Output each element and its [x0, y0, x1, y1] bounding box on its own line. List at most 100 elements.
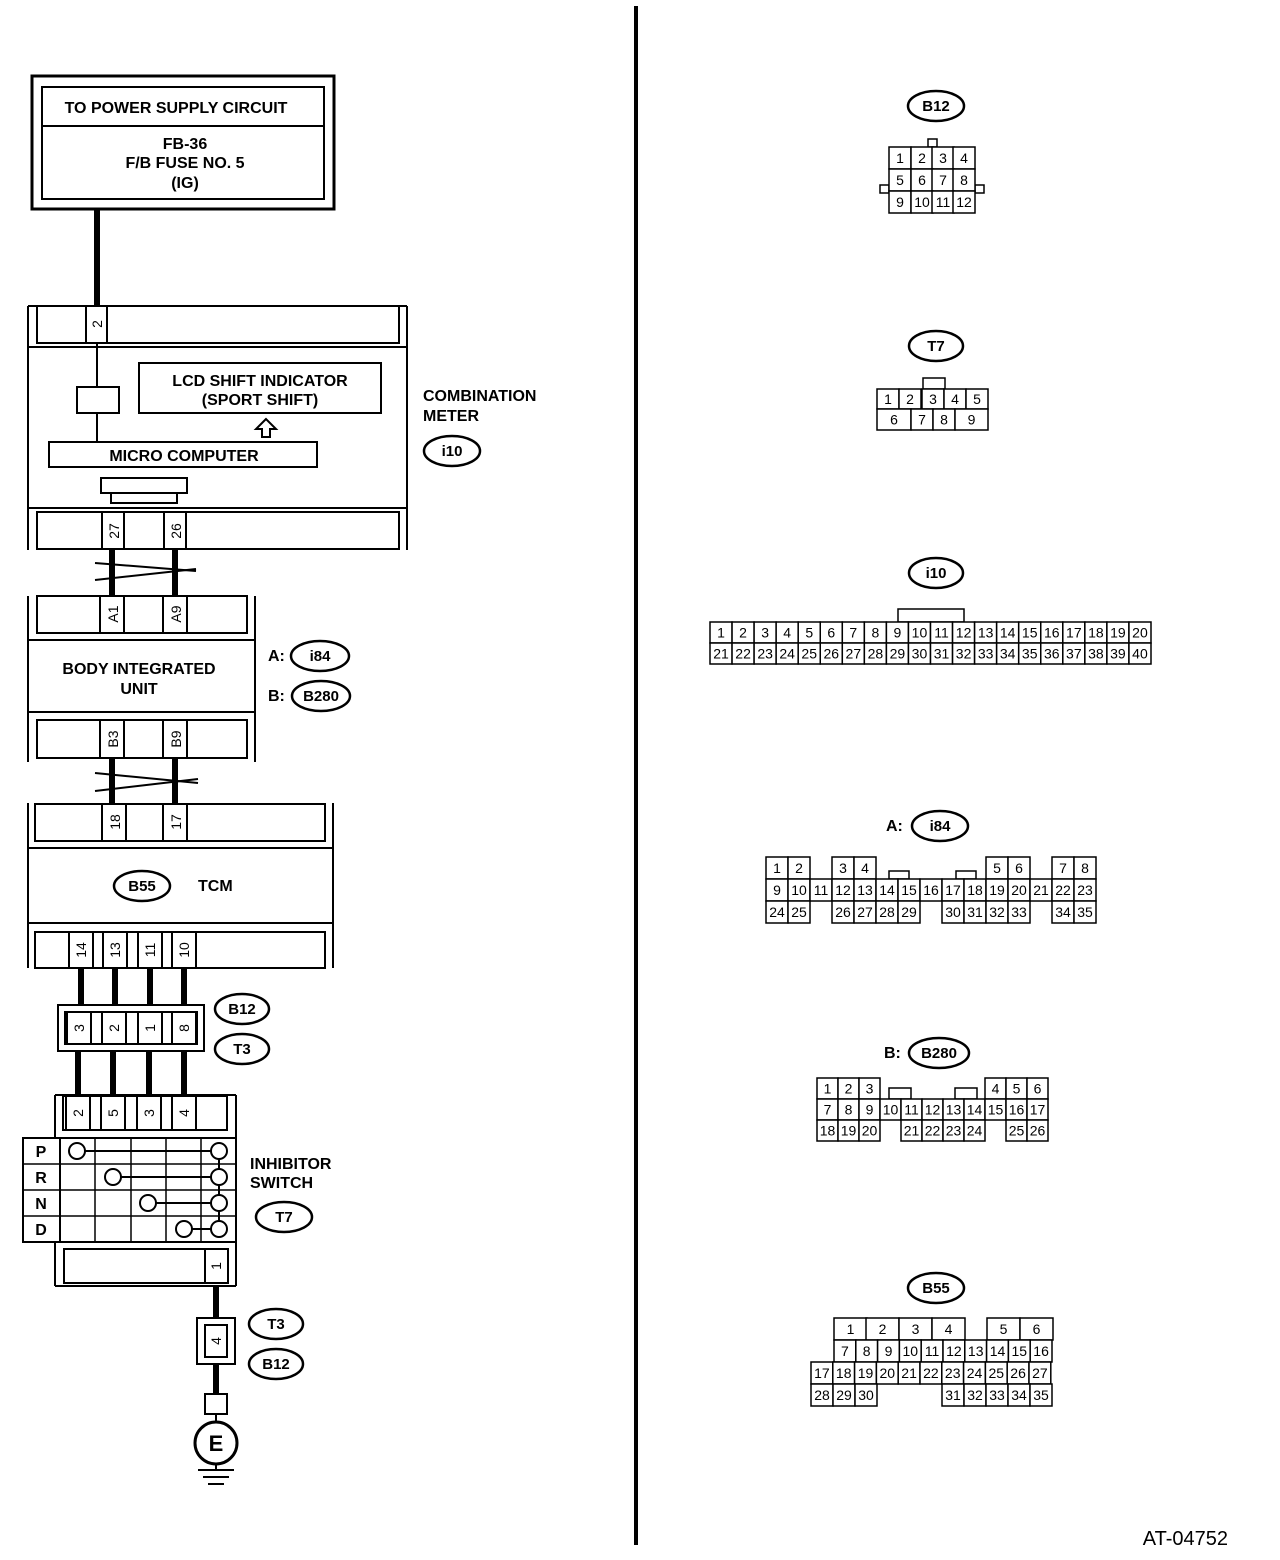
svg-text:A:: A: — [886, 818, 903, 835]
pin-label-b280-5: 5 — [1013, 1081, 1021, 1097]
lcd-shift-indicator — [138, 362, 382, 414]
svg-text:UNIT: UNIT — [120, 681, 158, 698]
pin-label-t7-3: 3 — [929, 391, 937, 407]
svg-text:B55: B55 — [128, 878, 156, 895]
pin-label-i84-2: 2 — [795, 860, 803, 876]
pin-label-i84-26: 26 — [835, 904, 851, 920]
biu-pin-a1: A1 — [105, 605, 121, 622]
pin-label-i84-20: 20 — [1011, 882, 1027, 898]
pin-label-b55-24: 24 — [967, 1365, 983, 1381]
pin-label-i84-12: 12 — [835, 882, 851, 898]
pin-label-b280-3: 3 — [866, 1081, 874, 1097]
svg-text:LCD SHIFT INDICATOR: LCD SHIFT INDICATOR — [172, 373, 348, 390]
svg-text:8: 8 — [176, 1024, 192, 1032]
pin-cell-b280-24 — [963, 1119, 986, 1142]
position-d: D — [35, 1222, 47, 1239]
svg-text:B12: B12 — [922, 98, 950, 115]
twisted-pair-1 — [94, 549, 197, 596]
pin-label-i10-22: 22 — [735, 646, 751, 662]
pin-label-i84-22: 22 — [1055, 882, 1071, 898]
pin-label-i84-35: 35 — [1077, 904, 1093, 920]
body-integrated-unit: A1 A9 BODY INTEGRATED UNIT B3 B9 A: i84 … — [27, 595, 352, 762]
pin-label-b280-15: 15 — [988, 1102, 1004, 1118]
pin-label-b55-25: 25 — [989, 1365, 1005, 1381]
pin-label-t7-4: 4 — [951, 391, 959, 407]
svg-text:4: 4 — [176, 1109, 192, 1117]
pin-label-i10-26: 26 — [823, 646, 839, 662]
pin-label-b55-34: 34 — [1011, 1387, 1027, 1403]
svg-text:B280: B280 — [303, 688, 339, 705]
pin-label-i84-29: 29 — [901, 904, 917, 920]
connector-tag-i84 — [289, 639, 351, 673]
pin-label-i84-21: 21 — [1033, 882, 1049, 898]
fuse-name: F/B FUSE NO. 5 — [125, 155, 244, 172]
pin-cell-i10-40 — [1128, 642, 1152, 665]
pin-label-i10-28: 28 — [868, 646, 884, 662]
svg-text:5: 5 — [105, 1109, 121, 1117]
svg-text:METER: METER — [423, 408, 479, 425]
svg-text:B55: B55 — [922, 1280, 950, 1297]
svg-text:4: 4 — [208, 1337, 224, 1345]
svg-text:T3: T3 — [267, 1316, 285, 1333]
ground-circuit: 4 E T3 B12 — [193, 1286, 305, 1485]
pin-label-b12-11: 11 — [936, 194, 951, 210]
pin-label-b280-4: 4 — [992, 1081, 1000, 1097]
pin-label-i10-14: 14 — [1000, 625, 1016, 641]
pin-label-i10-9: 9 — [894, 625, 902, 641]
pin-label-i10-23: 23 — [757, 646, 773, 662]
pin-label-i84-4: 4 — [861, 860, 869, 876]
tcm-label: TCM — [198, 878, 233, 895]
connector-tag-b280 — [290, 679, 352, 713]
pin-label-b280-7: 7 — [824, 1102, 832, 1118]
pin-label-i10-34: 34 — [1000, 646, 1016, 662]
pin-label-i84-7: 7 — [1059, 860, 1067, 876]
pin-label-b55-32: 32 — [967, 1387, 983, 1403]
pin-cell-b280-20 — [858, 1119, 881, 1142]
svg-text:SWITCH: SWITCH — [250, 1175, 313, 1192]
pin-label-b12-12: 12 — [956, 194, 972, 210]
pin-label-i84-27: 27 — [857, 904, 873, 920]
svg-text:T3: T3 — [233, 1041, 251, 1058]
pin-label-i84-14: 14 — [879, 882, 895, 898]
svg-text:3: 3 — [141, 1109, 157, 1117]
pin-label-i10-35: 35 — [1022, 646, 1038, 662]
pin-label-b55-3: 3 — [912, 1321, 920, 1337]
position-r: R — [35, 1170, 47, 1187]
pin-label-i84-11: 11 — [814, 882, 829, 898]
pin-label-i10-39: 39 — [1110, 646, 1126, 662]
svg-text:A:: A: — [268, 648, 285, 665]
pin-label-b280-25: 25 — [1009, 1123, 1025, 1139]
pin-label-i84-28: 28 — [879, 904, 895, 920]
connector-tag-b55 — [112, 869, 172, 903]
pin-label-b12-1: 1 — [896, 150, 904, 166]
combination-meter: 2 LCD SHIFT INDICATOR (SPORT SHIFT) MICR… — [27, 305, 536, 550]
pin-label-i10-37: 37 — [1066, 646, 1082, 662]
pin-label-b55-1: 1 — [847, 1321, 855, 1337]
pin-label-b55-10: 10 — [903, 1343, 919, 1359]
pin-cell-i84-29 — [897, 900, 921, 924]
pin-label-i84-13: 13 — [857, 882, 873, 898]
position-p: P — [36, 1144, 47, 1161]
pin-label-i10-20: 20 — [1132, 625, 1148, 641]
pin-label-b55-4: 4 — [945, 1321, 953, 1337]
pin-label-i10-17: 17 — [1066, 625, 1082, 641]
pin-label-i84-24: 24 — [769, 904, 785, 920]
pin-label-i84-15: 15 — [901, 882, 917, 898]
connector-tag-i10 — [422, 434, 482, 468]
pin-label-b280-6: 6 — [1034, 1081, 1042, 1097]
pin-label-i10-16: 16 — [1044, 625, 1060, 641]
micro-computer — [48, 441, 318, 468]
pin-label-i84-1: 1 — [773, 860, 781, 876]
pin-cell-t7-9 — [954, 408, 989, 431]
pin-label-t7-1: 1 — [884, 391, 892, 407]
pin-label-t7-9: 9 — [968, 412, 976, 428]
arrow-up-icon — [253, 417, 279, 438]
meter-pin-27: 27 — [106, 523, 122, 539]
pin-cell-b55-35 — [1029, 1383, 1053, 1407]
svg-text:T7: T7 — [275, 1209, 293, 1226]
pin-cell-b280-26 — [1026, 1119, 1049, 1142]
pin-label-b280-21: 21 — [904, 1123, 920, 1139]
svg-text:(SPORT SHIFT): (SPORT SHIFT) — [202, 392, 318, 409]
pin-label-i10-6: 6 — [827, 625, 835, 641]
